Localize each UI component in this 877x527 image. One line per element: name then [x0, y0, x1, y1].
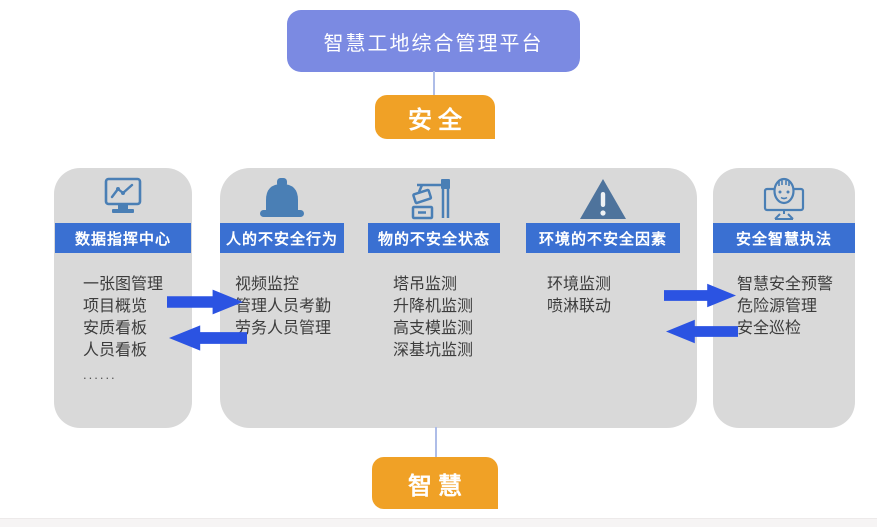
warning-triangle-icon [526, 176, 680, 222]
wisdom-tag-label: 智慧 [408, 472, 468, 500]
helmet-icon [220, 176, 344, 222]
connector-line-top [433, 71, 435, 98]
human-unsafe-banner: 人的不安全行为 [220, 223, 344, 253]
right-panel-banner: 安全智慧执法 [713, 223, 855, 253]
list-item: 智慧安全预警 [737, 276, 834, 293]
column-title: 环境的不安全因素 [538, 230, 667, 248]
connector-line-bottom [435, 427, 437, 458]
safety-tag-box: 安全 [375, 95, 495, 139]
left-panel-title: 数据指挥中心 [74, 230, 171, 248]
page-bottom-strip [0, 518, 877, 527]
environment-unsafe-list: 环境监测 喷淋联动 [547, 274, 611, 318]
wisdom-tag-box: 智慧 [372, 457, 498, 509]
list-item: 深基坑监测 [393, 342, 474, 359]
unsafe-factors-panel: 人的不安全行为 视频监控 管理人员考勤 劳务人员管理 物的不安全状态 塔吊监 [220, 168, 697, 428]
platform-title: 智慧工地综合管理平台 [323, 32, 544, 55]
left-panel-list: 一张图管理 项目概览 安质看板 人员看板 ...... [83, 274, 163, 386]
column-title: 物的不安全状态 [377, 230, 490, 248]
list-item: 塔吊监测 [393, 276, 458, 293]
object-unsafe-list: 塔吊监测 升降机监测 高支模监测 深基坑监测 [393, 274, 473, 362]
right-panel-list: 智慧安全预警 危险源管理 安全巡检 [737, 274, 833, 340]
safety-tag-label: 安全 [408, 106, 468, 134]
environment-unsafe-banner: 环境的不安全因素 [526, 223, 680, 253]
column-title: 人的不安全行为 [225, 230, 338, 248]
platform-title-box: 智慧工地综合管理平台 [287, 10, 580, 72]
list-item: 人员看板 [83, 342, 148, 359]
arrow-right-icon [167, 289, 243, 320]
monitor-face-icon [713, 176, 855, 222]
right-panel-title: 安全智慧执法 [735, 230, 832, 248]
list-item: 项目概览 [83, 298, 148, 315]
list-item: 升降机监测 [393, 298, 474, 315]
list-item: 一张图管理 [83, 276, 164, 293]
left-panel-banner: 数据指挥中心 [55, 223, 191, 253]
smart-enforcement-panel: 安全智慧执法 智慧安全预警 危险源管理 安全巡检 [713, 168, 855, 428]
list-item: 劳务人员管理 [235, 320, 332, 337]
monitor-chart-icon [54, 176, 192, 218]
list-item: 高支模监测 [393, 320, 474, 337]
arrow-left-icon [666, 319, 738, 349]
tower-crane-icon [368, 176, 500, 224]
list-item: 危险源管理 [737, 298, 818, 315]
list-item: 喷淋联动 [547, 298, 612, 315]
arrow-left-icon [169, 325, 247, 356]
list-item: 管理人员考勤 [235, 298, 332, 315]
human-unsafe-list: 视频监控 管理人员考勤 劳务人员管理 [235, 274, 331, 340]
list-item: 安全巡检 [737, 320, 802, 337]
list-item-ellipsis: ...... [83, 367, 117, 382]
list-item: 安质看板 [83, 320, 148, 337]
arrow-right-icon [664, 283, 736, 313]
object-unsafe-banner: 物的不安全状态 [368, 223, 500, 253]
list-item: 视频监控 [235, 276, 300, 293]
list-item: 环境监测 [547, 276, 612, 293]
